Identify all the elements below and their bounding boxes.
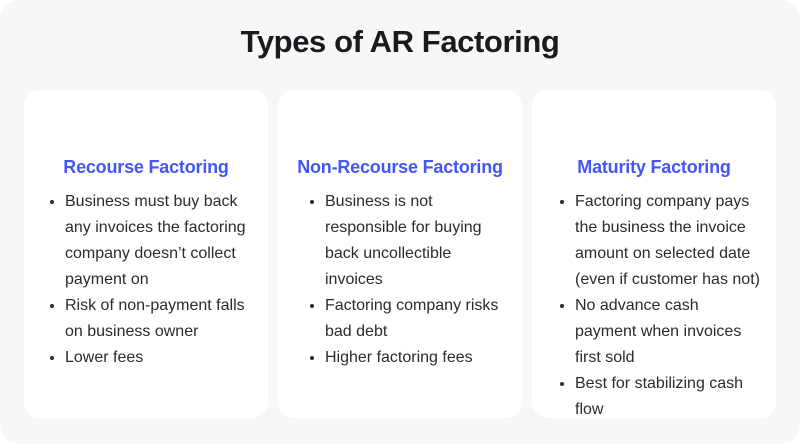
bullet-dot-icon	[50, 356, 54, 360]
list-item-text: Best for stabilizing cash flow	[575, 375, 744, 418]
bullet-dot-icon	[310, 304, 314, 308]
bullet-list: Business must buy back any invoices the …	[48, 189, 252, 371]
card-recourse-factoring: Recourse Factoring Business must buy bac…	[24, 90, 268, 418]
list-item: Factoring company pays the business the …	[558, 189, 762, 293]
list-item-text: Risk of non-payment falls on business ow…	[65, 297, 245, 340]
bullet-list: Factoring company pays the business the …	[558, 189, 762, 423]
card-heading: Maturity Factoring	[577, 157, 731, 177]
list-item-text: Factoring company pays the business the …	[575, 193, 760, 288]
card-heading: Non-Recourse Factoring	[297, 157, 503, 177]
list-item-text: Business must buy back any invoices the …	[65, 193, 246, 288]
list-item-text: Factoring company risks bad debt	[325, 297, 499, 340]
bullet-dot-icon	[310, 356, 314, 360]
bullet-list: Business is not responsible for buying b…	[308, 189, 506, 371]
card-heading: Recourse Factoring	[63, 157, 229, 177]
bullet-dot-icon	[50, 304, 54, 308]
page-title: Types of AR Factoring	[240, 24, 560, 59]
bullet-dot-icon	[560, 382, 564, 386]
cards-container: Recourse Factoring Business must buy bac…	[24, 90, 776, 418]
card-non-recourse-factoring: Non-Recourse Factoring Business is not r…	[278, 90, 522, 418]
list-item: No advance cash payment when invoices fi…	[558, 293, 762, 371]
list-item: Best for stabilizing cash flow	[558, 371, 762, 423]
bullet-dot-icon	[560, 200, 564, 204]
bullet-dot-icon	[560, 304, 564, 308]
list-item: Business must buy back any invoices the …	[48, 189, 252, 293]
list-item: Higher factoring fees	[308, 345, 506, 371]
list-item-text: Lower fees	[65, 349, 144, 366]
list-item: Lower fees	[48, 345, 252, 371]
card-maturity-factoring: Maturity Factoring Factoring company pay…	[532, 90, 776, 418]
list-item-text: Higher factoring fees	[325, 349, 473, 366]
list-item: Risk of non-payment falls on business ow…	[48, 293, 252, 345]
list-item: Factoring company risks bad debt	[308, 293, 506, 345]
bullet-dot-icon	[310, 200, 314, 204]
list-item: Business is not responsible for buying b…	[308, 189, 506, 293]
list-item-text: No advance cash payment when invoices fi…	[575, 297, 742, 366]
bullet-dot-icon	[50, 200, 54, 204]
list-item-text: Business is not responsible for buying b…	[325, 193, 482, 288]
